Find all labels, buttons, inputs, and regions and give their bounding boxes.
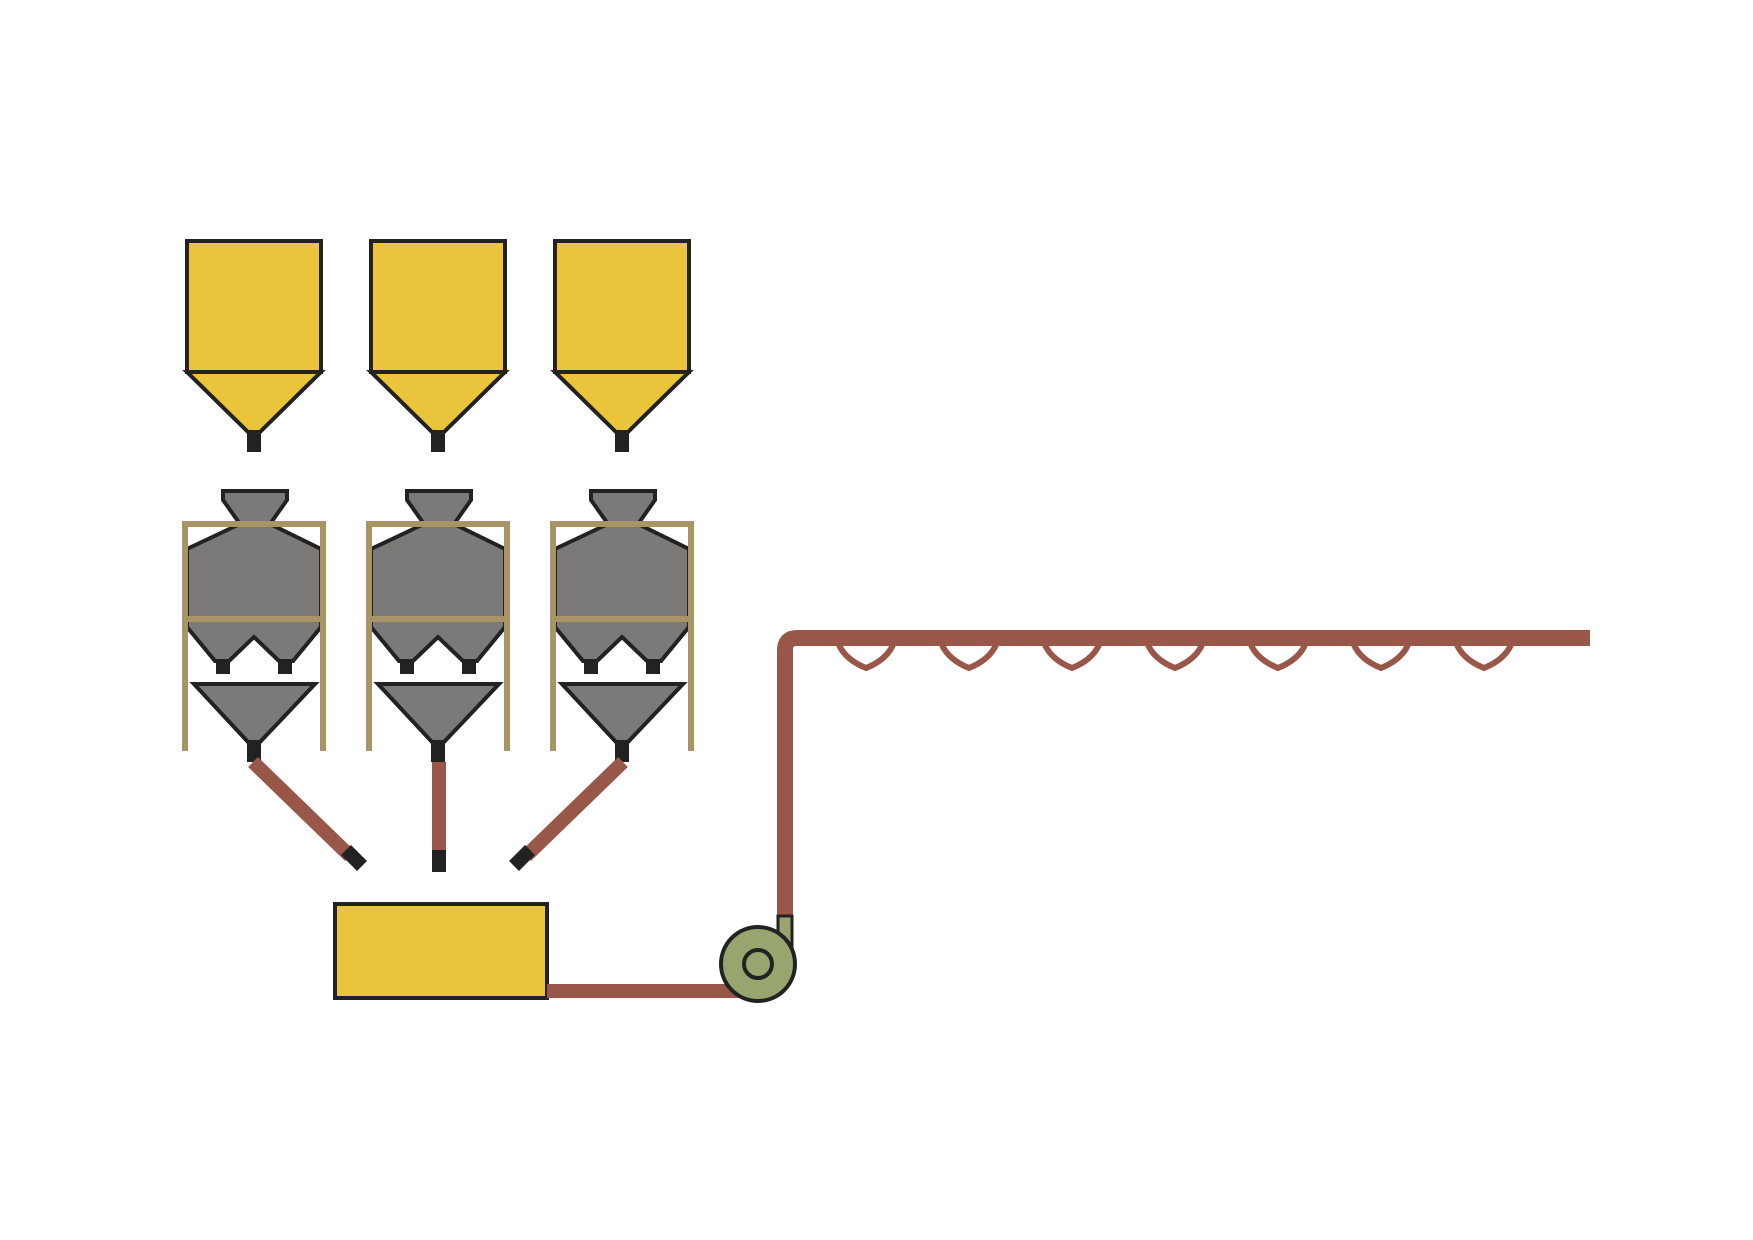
weigh-hopper-outlet [247, 742, 261, 762]
hopper-unit-2 [366, 489, 510, 762]
twin-cone [553, 617, 691, 663]
feeder-drop [939, 643, 999, 672]
silo-body [553, 239, 691, 374]
inlet-cap [405, 489, 473, 526]
chute-left-end [341, 845, 367, 871]
twin-cone [185, 617, 323, 663]
twin-outlet-right [646, 661, 660, 674]
inlet-cap [221, 489, 289, 526]
weigh-hopper-outlet [431, 742, 445, 762]
weigh-hopper [373, 682, 504, 744]
feeder-drop [836, 643, 896, 672]
silo-1 [182, 239, 326, 452]
silo-2 [366, 239, 510, 452]
inlet-cap [589, 489, 657, 526]
weigh-hopper [189, 682, 320, 744]
fan-hub [742, 948, 774, 980]
hopper-body [553, 522, 691, 621]
silo-outlet [431, 432, 445, 452]
twin-cone [369, 617, 507, 663]
collector-tank [333, 902, 549, 1000]
silo-cone [366, 370, 510, 434]
silo-body [369, 239, 507, 374]
twin-outlet-right [278, 661, 292, 674]
feeder-drop [1454, 643, 1514, 672]
twin-outlet-left [584, 661, 598, 674]
weigh-hopper [557, 682, 688, 744]
blower-fan [719, 925, 797, 1003]
hopper-unit-1 [182, 489, 326, 762]
silo-outlet [247, 432, 261, 452]
silo-outlet [615, 432, 629, 452]
silo-3 [550, 239, 694, 452]
feeder-drops-group [836, 643, 1514, 672]
silo-cone [550, 370, 694, 434]
silo-body [185, 239, 323, 374]
twin-outlet-right [462, 661, 476, 674]
chute-right-end [509, 845, 535, 871]
support-frame [182, 521, 326, 751]
feeder-drop [1248, 643, 1308, 672]
hopper-units-group [182, 489, 694, 762]
discharge-chutes [248, 756, 628, 872]
hopper-unit-3 [550, 489, 694, 762]
weigh-hopper-outlet [615, 742, 629, 762]
chute-right [521, 756, 628, 862]
silo-cone [182, 370, 326, 434]
silos-group [182, 239, 694, 452]
support-frame [550, 521, 694, 751]
feeder-drop [1351, 643, 1411, 672]
hopper-body [185, 522, 323, 621]
support-frame [366, 521, 510, 751]
chute-left [248, 756, 355, 862]
feeder-drop [1042, 643, 1102, 672]
riser-and-distribution-pipe [777, 630, 1590, 917]
hopper-body [369, 522, 507, 621]
twin-outlet-left [216, 661, 230, 674]
feeder-drop [1145, 643, 1205, 672]
twin-outlet-left [400, 661, 414, 674]
